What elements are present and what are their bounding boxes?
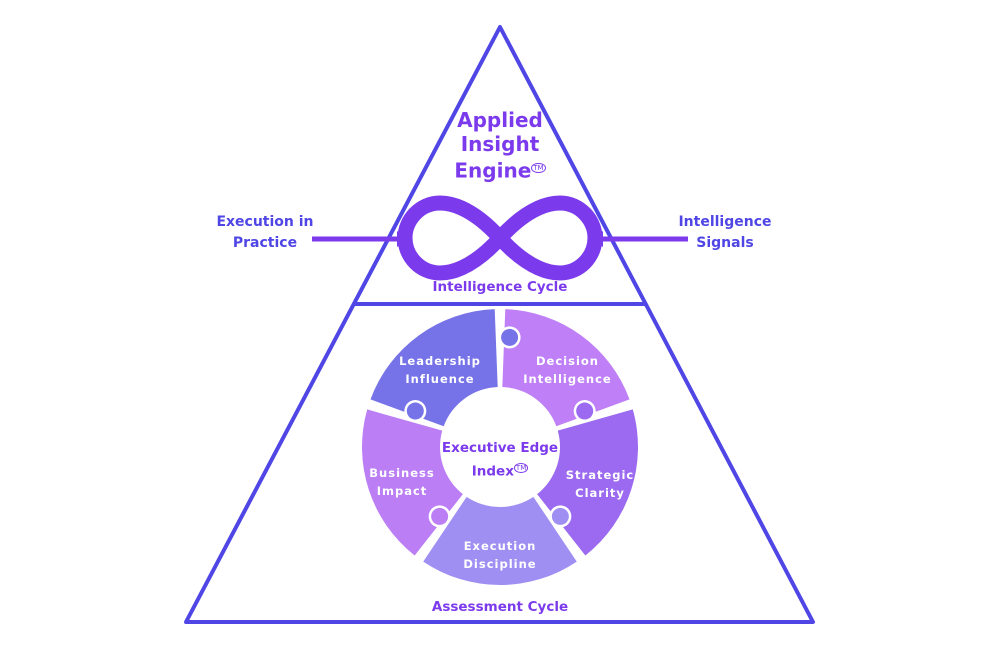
segment-line: Execution [463, 539, 537, 553]
intelligence-cycle-label: Intelligence Cycle [432, 279, 568, 295]
title-line-2: Insight [460, 132, 540, 156]
segment-line: Leadership [399, 354, 481, 368]
segment-label-strategic-clarity: Strategic Clarity [550, 466, 650, 502]
segment-label-business-impact: Business Impact [352, 464, 452, 500]
segment-line: Decision [536, 354, 599, 368]
right-input-label: Intelligence Signals [660, 212, 790, 254]
puzzle-segment-decision-intelligence [502, 309, 630, 427]
segment-label-leadership-influence: Leadership Influence [380, 352, 500, 388]
puzzle-knob [501, 328, 519, 346]
left-arrow-head-icon [397, 231, 408, 247]
right-input-line-2: Signals [696, 235, 754, 251]
puzzle-knob [551, 507, 569, 525]
segment-line: Impact [376, 484, 428, 498]
center-line-2: Index [471, 463, 514, 480]
segment-line: Discipline [463, 557, 537, 571]
left-input-label: Execution in Practice [200, 212, 330, 254]
pyramid-outline [184, 25, 815, 624]
title-line-1: Applied [457, 108, 543, 132]
segment-line: Business [369, 466, 435, 480]
puzzle-knob [431, 507, 449, 525]
assessment-cycle-label: Assessment Cycle [431, 599, 569, 615]
infinity-icon [397, 195, 603, 281]
segment-line: Clarity [575, 486, 625, 500]
segment-line: Strategic [565, 468, 635, 482]
title-line-3: Engine [454, 158, 532, 183]
right-arrow-head-icon [592, 231, 603, 247]
trademark-icon: TM [513, 463, 529, 473]
trademark-icon: TM [531, 163, 546, 173]
segment-line: Influence [405, 372, 475, 386]
segment-line: Intelligence [523, 372, 612, 386]
left-input-line-1: Execution in [216, 214, 314, 230]
puzzle-ring [362, 309, 638, 585]
segment-label-execution-discipline: Execution Discipline [440, 537, 560, 573]
puzzle-segment-leadership-influence [370, 309, 498, 427]
left-input-line-2: Practice [232, 235, 298, 251]
puzzle-segment-execution-discipline [423, 496, 577, 585]
puzzle-knob [406, 402, 424, 420]
right-input-line-1: Intelligence [678, 214, 772, 230]
segment-label-decision-intelligence: Decision Intelligence [505, 352, 630, 388]
puzzle-knob [576, 402, 594, 420]
center-line-1: Executive Edge [441, 440, 559, 456]
